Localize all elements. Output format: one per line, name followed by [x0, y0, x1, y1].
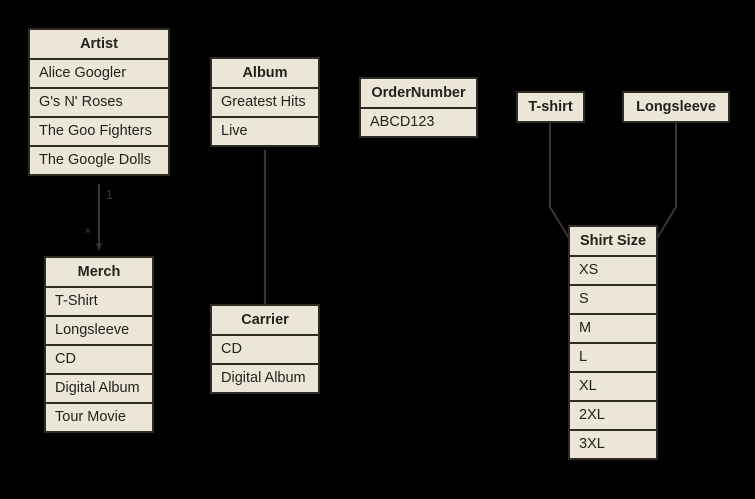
table-album[interactable]: Album Greatest Hits Live	[210, 57, 320, 147]
table-ordernumber[interactable]: OrderNumber ABCD123	[359, 77, 478, 138]
table-longsleeve[interactable]: Longsleeve	[622, 91, 730, 123]
table-merch-header: Merch	[46, 258, 152, 286]
table-tshirt[interactable]: T-shirt	[516, 91, 585, 123]
table-tshirt-header: T-shirt	[518, 93, 583, 121]
table-artist-header: Artist	[30, 30, 168, 58]
table-shirtsize-row-3[interactable]: L	[570, 344, 656, 371]
table-shirtsize-row-4[interactable]: XL	[570, 373, 656, 400]
table-shirtsize-row-6[interactable]: 3XL	[570, 431, 656, 458]
table-carrier-header: Carrier	[212, 306, 318, 334]
table-shirtsize-row-5[interactable]: 2XL	[570, 402, 656, 429]
table-shirtsize-row-1[interactable]: S	[570, 286, 656, 313]
table-artist-row-1[interactable]: G's N' Roses	[30, 89, 168, 116]
table-artist-row-2[interactable]: The Goo Fighters	[30, 118, 168, 145]
table-merch-row-1[interactable]: Longsleeve	[46, 317, 152, 344]
table-shirtsize-row-0[interactable]: XS	[570, 257, 656, 284]
table-merch-row-3[interactable]: Digital Album	[46, 375, 152, 402]
table-album-header: Album	[212, 59, 318, 87]
table-merch-row-4[interactable]: Tour Movie	[46, 404, 152, 431]
table-album-row-1[interactable]: Live	[212, 118, 318, 145]
table-shirtsize-row-2[interactable]: M	[570, 315, 656, 342]
table-merch[interactable]: Merch T-Shirt Longsleeve CD Digital Albu…	[44, 256, 154, 433]
table-artist-row-3[interactable]: The Google Dolls	[30, 147, 168, 174]
table-longsleeve-header: Longsleeve	[624, 93, 728, 121]
edge-longsleeve-shirtsize	[655, 119, 677, 241]
table-album-row-0[interactable]: Greatest Hits	[212, 89, 318, 116]
table-artist[interactable]: Artist Alice Googler G's N' Roses The Go…	[28, 28, 170, 176]
table-ordernumber-header: OrderNumber	[361, 79, 476, 107]
table-carrier-row-1[interactable]: Digital Album	[212, 365, 318, 392]
edge-label-artist-merch-target: *	[85, 225, 91, 242]
table-shirtsize-header: Shirt Size	[570, 227, 656, 255]
table-ordernumber-row-0[interactable]: ABCD123	[361, 109, 476, 136]
edge-label-artist-merch-source: 1	[106, 188, 113, 202]
table-carrier[interactable]: Carrier CD Digital Album	[210, 304, 320, 394]
table-merch-row-0[interactable]: T-Shirt	[46, 288, 152, 315]
table-carrier-row-0[interactable]: CD	[212, 336, 318, 363]
table-shirtsize[interactable]: Shirt Size XS S M L XL 2XL 3XL	[568, 225, 658, 460]
edge-tshirt-shirtsize	[549, 119, 571, 241]
table-artist-row-0[interactable]: Alice Googler	[30, 60, 168, 87]
table-merch-row-2[interactable]: CD	[46, 346, 152, 373]
